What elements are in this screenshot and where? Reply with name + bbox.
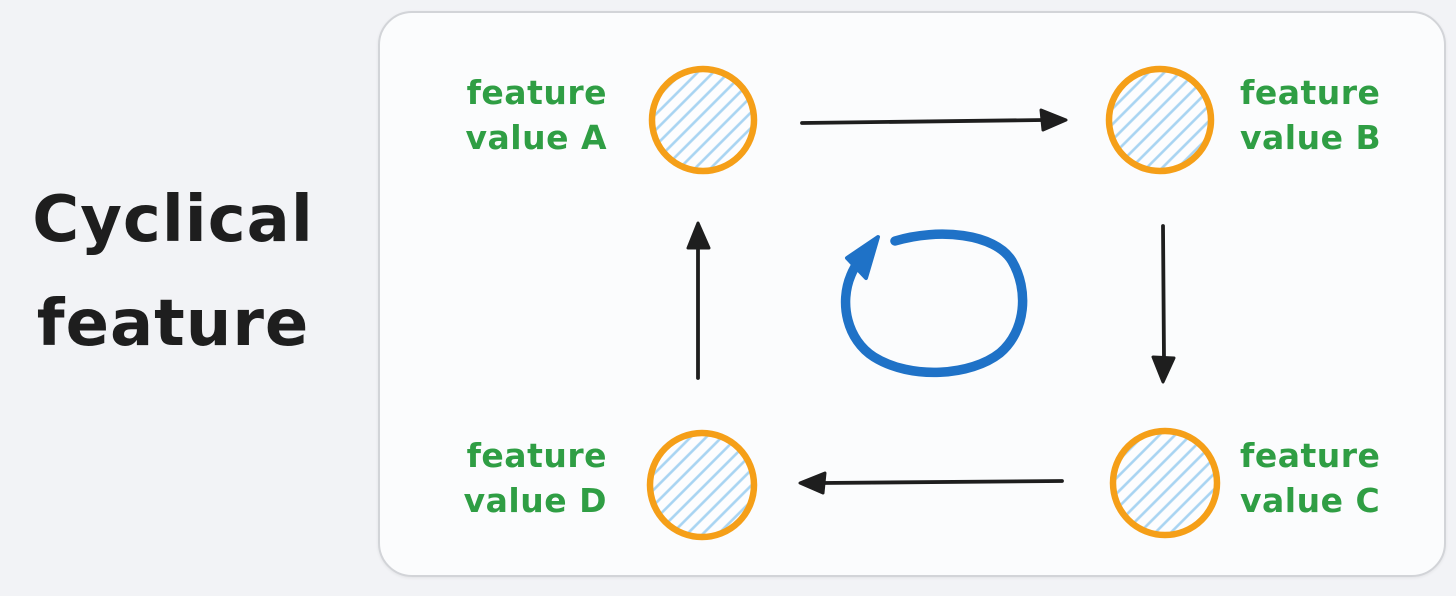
node-label-b-line2: value B — [1240, 118, 1382, 157]
cycle-arrow-icon — [840, 229, 1028, 378]
node-label-c-line1: feature — [1240, 436, 1381, 475]
node-label-d: feature value D — [464, 433, 607, 523]
node-label-a-line2: value A — [465, 118, 607, 157]
node-circle-b — [1105, 65, 1215, 175]
arrow-down-icon — [1151, 224, 1176, 384]
arrow-up-icon — [686, 221, 711, 380]
node-circle-d — [646, 429, 758, 541]
node-label-b-line1: feature — [1240, 73, 1381, 112]
arrow-right-icon — [800, 108, 1068, 132]
node-label-a: feature value A — [466, 70, 608, 160]
node-circle-c — [1109, 427, 1221, 539]
node-circle-a — [648, 65, 758, 175]
diagram-title-line2: feature — [36, 287, 310, 361]
node-label-d-line1: feature — [466, 436, 607, 475]
diagram-title-line1: Cyclical — [32, 183, 314, 257]
node-label-a-line1: feature — [466, 73, 607, 112]
node-label-c-line2: value C — [1240, 481, 1381, 520]
node-label-d-line2: value D — [463, 481, 607, 520]
diagram-title: Cyclical feature — [6, 168, 340, 376]
node-label-b: feature value B — [1240, 70, 1381, 160]
arrow-left-icon — [798, 471, 1064, 495]
node-label-c: feature value C — [1240, 433, 1380, 523]
